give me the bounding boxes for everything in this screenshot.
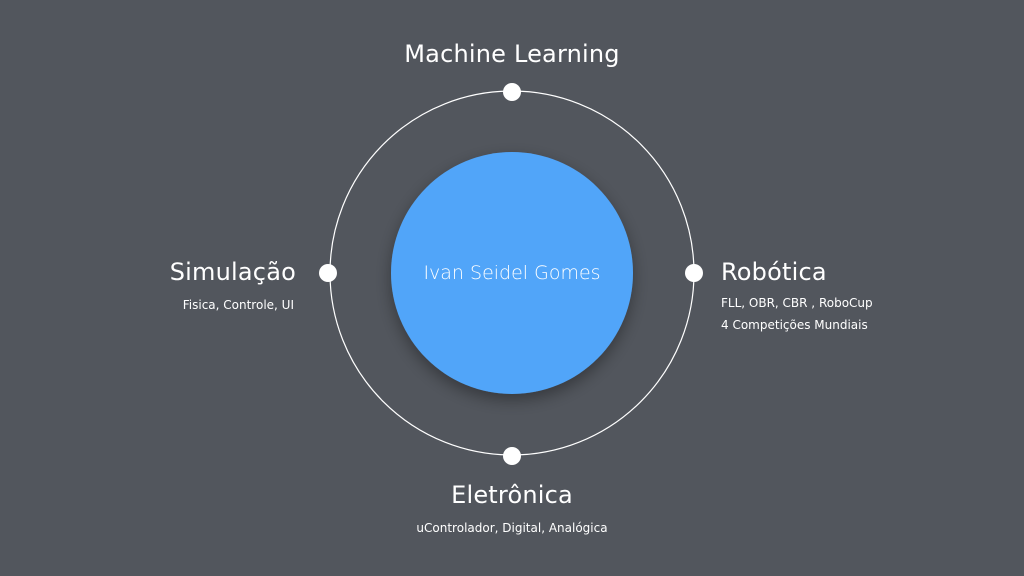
node-dot-left	[319, 264, 337, 282]
node-title-top: Machine Learning	[404, 40, 620, 68]
node-title-bottom: Eletrônica	[451, 481, 573, 509]
node-dot-top	[503, 83, 521, 101]
center-circle	[391, 152, 633, 394]
node-detail-right-2: 4 Competições Mundiais	[721, 318, 868, 332]
node-title-right: Robótica	[721, 258, 827, 286]
node-detail-left-1: Fisica, Controle, UI	[182, 298, 294, 312]
node-dot-bottom	[503, 447, 521, 465]
node-title-left: Simulação	[169, 258, 296, 286]
node-detail-bottom-1: uControlador, Digital, Analógica	[416, 521, 608, 535]
node-dot-right	[685, 264, 703, 282]
node-detail-right-1: FLL, OBR, CBR , RoboCup	[721, 296, 873, 310]
center-label: Ivan Seidel Gomes	[423, 262, 601, 284]
